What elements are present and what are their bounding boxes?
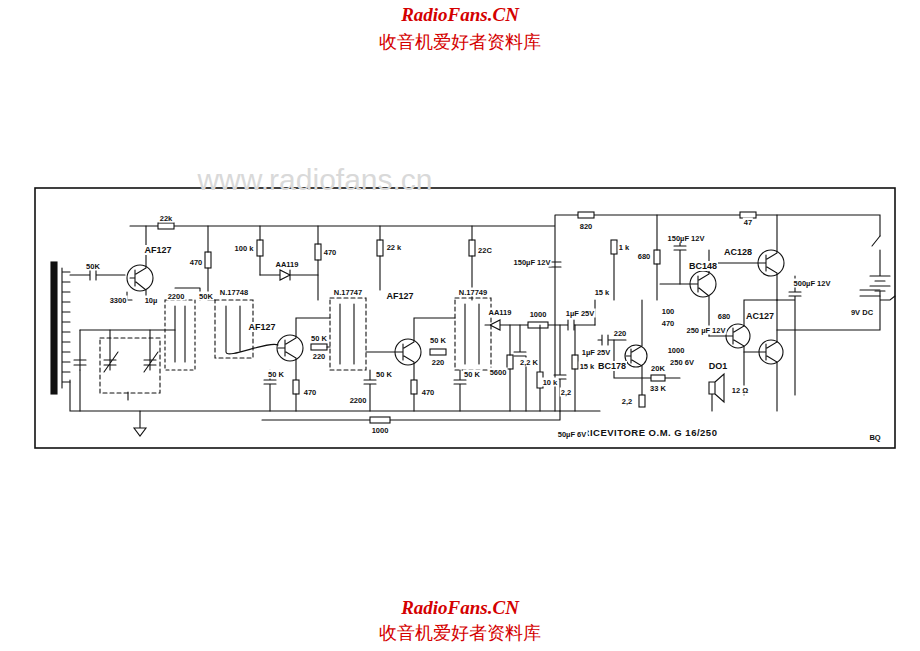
component-value: 1000 (371, 426, 390, 435)
component-value: 10 k (542, 378, 559, 387)
component-value: 50 K (429, 336, 447, 345)
component-value: 100 k (234, 244, 255, 253)
component-value: 2,2 K (519, 358, 539, 367)
part-number: N.17747 (333, 288, 363, 297)
component-value: 50 K (463, 370, 481, 379)
component-value: 50K (85, 262, 101, 271)
component-value: 3300 (109, 296, 128, 305)
component-value: 2,2 (560, 388, 572, 397)
component-value: AA119 (275, 260, 300, 269)
component-value: 2200 (349, 396, 368, 405)
component-value: 47 (743, 218, 753, 227)
watermark: 收音机爱好者资料库 (379, 30, 541, 54)
component-value: 50 K (310, 334, 328, 343)
component-value: 680 (637, 252, 652, 261)
component-value: 470 (661, 319, 676, 328)
component-value: 820 (579, 222, 594, 231)
component-value: 470 (189, 258, 204, 267)
component-value: 1µF 25V (565, 309, 596, 318)
transistor-name: AF127 (247, 322, 276, 332)
component-value: 33 K (649, 384, 667, 393)
component-value: 1000 (529, 310, 548, 319)
component-value: 680 (717, 312, 732, 321)
part-number: N.17748 (219, 288, 249, 297)
transistor-name: BC178 (597, 361, 627, 371)
watermark: www.radiofans.cn (197, 163, 432, 197)
component-value: 50 K (375, 370, 393, 379)
transistor-name: AC127 (745, 311, 775, 321)
component-value: 250 µF 12V (686, 326, 727, 335)
component-value: 10µ (144, 296, 159, 305)
component-value: 500µF 12V (793, 279, 832, 288)
component-value: 2,2 (621, 397, 633, 406)
component-value: 15 k (594, 288, 611, 297)
transistor-name: AF127 (143, 245, 172, 255)
component-value: 220 (312, 352, 327, 361)
diode-name: DO1 (708, 361, 729, 371)
component-value: 150µF 12V (513, 258, 552, 267)
drawing-mark: BQ (868, 433, 881, 442)
component-value: 22 k (386, 243, 403, 252)
watermark: 收音机爱好者资料库 (379, 621, 541, 645)
component-value: 470 (323, 248, 338, 257)
component-value: 22k (159, 214, 174, 223)
component-value: 100 (661, 307, 676, 316)
component-value: 22C (477, 246, 493, 255)
component-value: 1 k (618, 243, 630, 252)
component-value: 220 (431, 358, 446, 367)
component-value: 470 (421, 388, 436, 397)
part-number: N.17749 (458, 288, 488, 297)
component-value: 20K (650, 364, 666, 373)
transistor-name: AC128 (723, 247, 753, 257)
component-value: 150µF 12V (667, 234, 706, 243)
schematic-title: RICEVITORE O.M. G 16/250 (581, 427, 720, 438)
component-value: 12 Ω (731, 386, 749, 395)
component-value: 470 (303, 388, 318, 397)
component-value: 1µF 25V (581, 348, 612, 357)
component-value: AA119 (488, 308, 513, 317)
component-value: 2200 (167, 292, 186, 301)
watermark: RadioFans.CN (401, 597, 519, 619)
component-value: 5600 (489, 368, 508, 377)
supply-label: 9V DC (850, 308, 874, 317)
component-value: 50K (198, 292, 214, 301)
component-value: 15 k (579, 362, 596, 371)
component-value: 220 (613, 329, 628, 338)
watermark: RadioFans.CN (401, 4, 519, 26)
component-value: 50µF 6V (557, 430, 588, 439)
component-value: 1000 (667, 346, 686, 355)
component-value: 50 K (267, 370, 285, 379)
component-value: 250 6V (669, 358, 695, 367)
transistor-name: BC148 (688, 261, 718, 271)
transistor-name: AF127 (385, 291, 414, 301)
